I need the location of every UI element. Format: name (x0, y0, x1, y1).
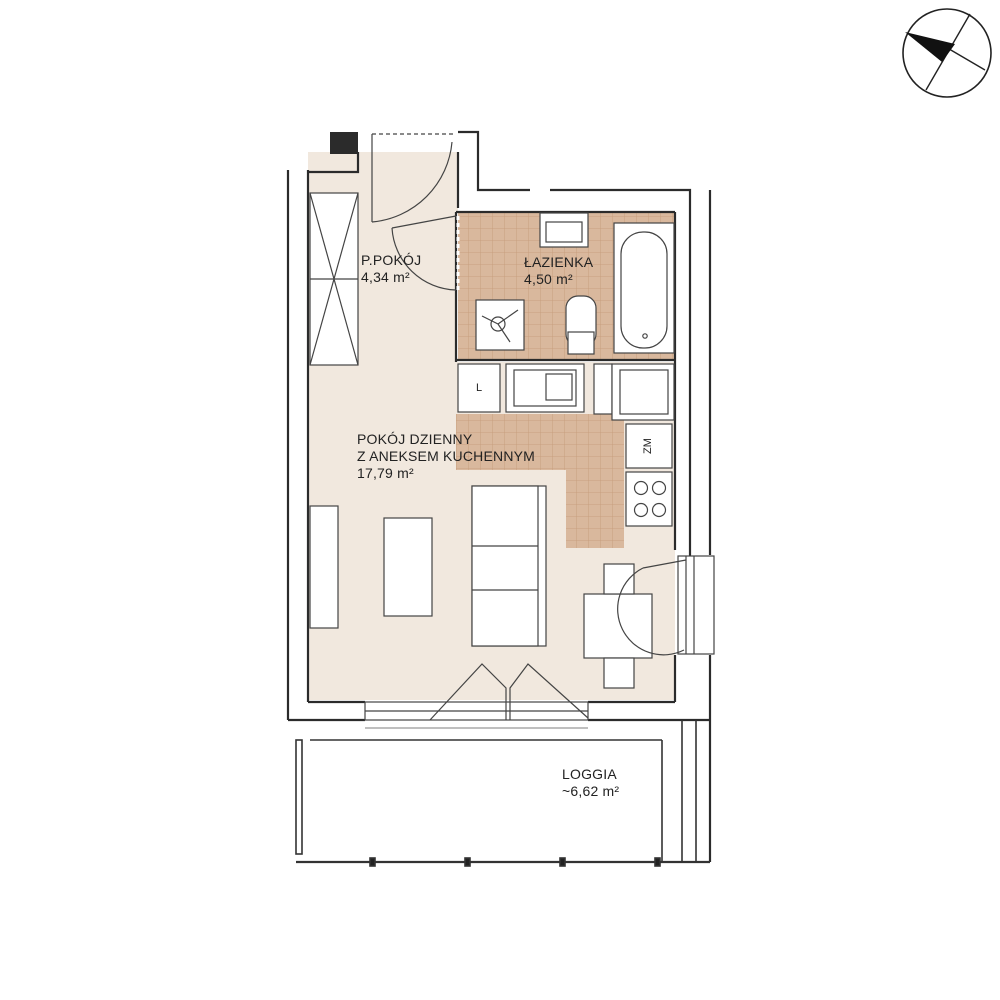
bathroom-fixtures (475, 212, 675, 355)
loggia-label: LOGGIA ~6,62 m² (562, 766, 619, 800)
hall-label: P.POKÓJ 4,34 m² (361, 252, 421, 286)
bathroom-label: ŁAZIENKA 4,50 m² (524, 254, 593, 288)
kitchen-floor (456, 414, 624, 548)
living-label: POKÓJ DZIENNY Z ANEKSEM KUCHENNYM 17,79 … (357, 431, 535, 482)
living-furniture (309, 485, 653, 689)
cooktop (625, 471, 673, 527)
fridge (457, 363, 501, 413)
bathroom-area: 4,50 m² (524, 271, 573, 287)
loggia-outline (295, 720, 710, 867)
bathroom-door (391, 215, 460, 291)
entrance-door (371, 133, 456, 223)
balcony-doors (364, 663, 589, 729)
walls (286, 130, 712, 862)
bathroom-name: ŁAZIENKA (524, 254, 594, 270)
chair-top (603, 563, 635, 595)
loggia-area: ~6,62 m² (562, 783, 620, 799)
fridge-label: L (476, 382, 483, 394)
washer (625, 423, 673, 469)
chair-bottom (603, 657, 635, 689)
living-area: 17,79 m² (357, 465, 414, 481)
washer-label: ZM (641, 438, 654, 454)
living-name-line2: Z ANEKSEM KUCHENNYM (357, 448, 536, 464)
hall-name: P.POKÓJ (361, 252, 422, 268)
right-window (617, 555, 715, 656)
compass-icon (902, 8, 992, 98)
loggia-name: LOGGIA (562, 766, 617, 782)
wardrobe (309, 192, 359, 366)
tv-cabinet (309, 505, 339, 629)
living-name-line1: POKÓJ DZIENNY (357, 431, 473, 447)
coffee-table (383, 517, 433, 617)
hall-area: 4,34 m² (361, 269, 410, 285)
kitchen-fixtures (457, 363, 675, 527)
